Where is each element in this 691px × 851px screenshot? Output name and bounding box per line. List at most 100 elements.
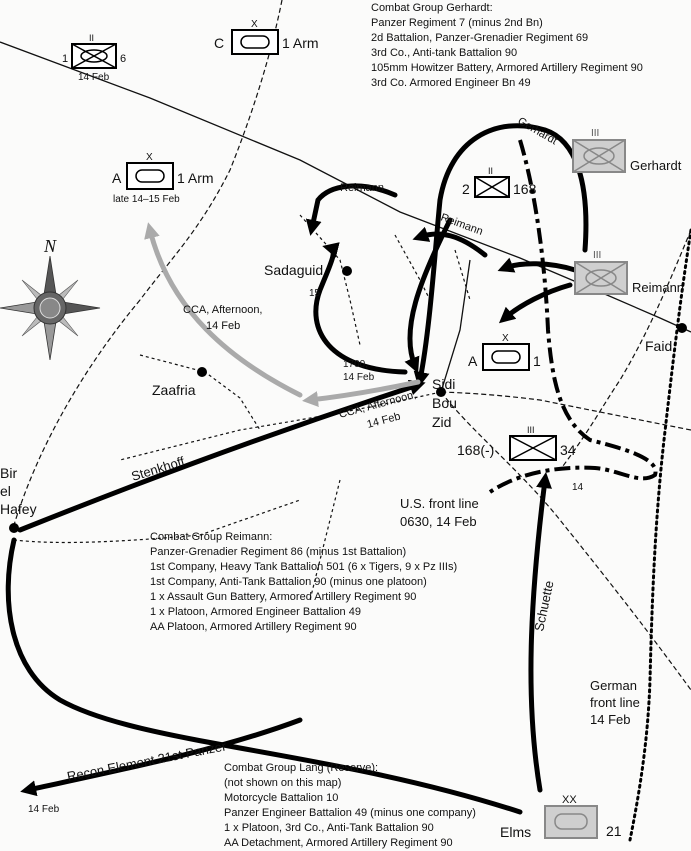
town-sadaguid: Sadaguid [264,262,323,278]
group-lang-line: Motorcycle Battalion 10 [224,792,338,804]
unit-c-label: 1 Arm [282,35,319,51]
unit-a-1-arm-top: X A 1 Arm late 14–15 Feb [112,152,214,205]
unit-168-34: III 168(-) 34 [457,425,576,461]
svg-text:X: X [251,19,258,30]
svg-text:X: X [146,152,153,163]
group-reimann-line: 1st Company, Anti-Tank Battalion 90 (min… [150,576,427,588]
town-dot-sadaguid [342,266,352,276]
label-us-front-1: U.S. front line [400,496,479,511]
unit-2-168-right: 168 [513,181,537,197]
track-ne-1 [394,234,431,301]
group-lang-line: (not shown on this map) [224,777,341,789]
label-1700-a: 1700, [343,359,368,370]
arrow-reimann-north [305,183,398,236]
town-dot-sidi-bou-zid [436,387,446,397]
track-ne-2 [454,249,471,301]
label-recon: Recon Element 21st Panzer [66,738,228,784]
unit-a-mid-letter: A [468,353,478,369]
label-ger-front-1: German [590,678,637,693]
unit-gerhardt-label: Gerhardt [630,158,682,173]
unit-reimann: III Reimann [574,250,684,295]
unit-a-top-letter: A [112,170,122,186]
unit-2-168: II 2 168 [462,166,537,198]
road-west-hafey [13,299,141,526]
svg-text:III: III [527,425,535,435]
unit-1-6-left: 1 [62,53,68,65]
group-reimann-line: AA Platoon, Armored Artillery Regiment 9… [150,621,357,633]
svg-text:II: II [488,166,493,176]
group-lang-text: Combat Group Lang (Reserve): (not shown … [224,762,476,849]
town-bir: Bir [0,465,17,481]
town-sidi: Sidi [432,376,455,392]
town-elms: Elms [500,824,531,840]
group-gerhardt-line: 3rd Co. Armored Engineer Bn 49 [371,77,531,89]
arrow-reimann-sidi [498,282,573,324]
road-north [139,0,283,301]
town-dot-faid [677,323,687,333]
arrow-recon [20,717,303,797]
unit-c-1-arm: X C 1 Arm [214,19,319,55]
label-1700-b: 14 Feb [343,372,375,383]
group-reimann-title: Combat Group Reimann: [150,531,272,543]
group-gerhardt-line: 2d Battalion, Panzer-Grenadier Regiment … [371,32,588,44]
road-sidi-faid [440,259,471,393]
arrow-reimann-main [412,226,488,258]
town-hafey: Hafey [0,501,37,517]
svg-text:X: X [502,333,509,344]
group-lang-line: 1 x Platoon, 3rd Co., Anti-Tank Battalio… [224,822,434,834]
group-gerhardt-line: Panzer Regiment 7 (minus 2nd Bn) [371,17,543,29]
unit-1-6-date: 14 Feb [78,72,110,83]
label-14: 14 [572,482,584,493]
unit-1-6-right: 6 [120,53,126,65]
group-reimann-line: 1 x Assault Gun Battery, Armored Artille… [150,591,416,603]
label-15: 15 [309,288,321,299]
units: II 1 6 14 Feb X C 1 Arm X A 1 Arm late 1… [62,19,684,839]
label-cca-b-2: 14 Feb [366,410,402,430]
arrow-cca-north [144,222,303,398]
arrow-hafey-loop [5,537,523,815]
town-zid: Zid [432,414,451,430]
arrow-reimann-east [497,257,578,273]
arrow-reimann-sadaguid [313,242,408,375]
town-dot-zaafria [197,367,207,377]
front-line-labels: U.S. front line 0630, 14 Feb German fron… [400,496,640,727]
group-reimann-line: Panzer-Grenadier Regiment 86 (minus 1st … [150,546,406,558]
group-gerhardt-line: 105mm Howitzer Battery, Armored Artiller… [371,62,643,74]
label-ger-front-3: 14 Feb [590,712,630,727]
group-gerhardt-line: 3rd Co., Anti-tank Battalion 90 [371,47,517,59]
arrow-stenkhoff [17,379,426,533]
label-us-front-2: 0630, 14 Feb [400,514,477,529]
us-arrows [144,222,421,408]
german-front-line [628,228,691,842]
unit-a-1-mid: X A 1 [468,333,541,371]
towns: Sadaguid Sidi Bou Zid Zaafria Faid Bir e… [0,262,687,840]
group-lang-line: Panzer Engineer Battalion 49 (minus one … [224,807,476,819]
label-recon-date: 14 Feb [28,804,60,815]
group-lang-line: AA Detachment, Armored Artillery Regimen… [224,837,453,849]
group-reimann-line: 1 x Platoon, Armored Engineer Battalion … [150,606,361,618]
unit-a-top-label: 1 Arm [177,170,214,186]
unit-168-right: 34 [560,442,576,458]
town-bou: Bou [432,395,457,411]
town-faid: Faid [645,338,672,354]
unit-c-letter: C [214,35,224,51]
town-zaafria: Zaafria [152,382,196,398]
group-gerhardt-text: Combat Group Gerhardt: Panzer Regiment 7… [371,2,643,89]
unit-1-6: II 1 6 14 Feb [62,33,126,83]
arrow-reimann-1700 [404,217,453,374]
arrow-schuette [528,472,552,793]
svg-text:III: III [591,128,599,139]
road-se [440,391,691,431]
unit-a-mid-right: 1 [533,353,541,369]
town-el: el [0,483,11,499]
group-lang-title: Combat Group Lang (Reserve): [224,762,378,774]
unit-2-168-left: 2 [462,181,470,197]
svg-text:XX: XX [562,794,577,806]
compass-rose: N [0,236,101,361]
label-stenkhoff: Stenkhoff [129,453,186,483]
road-sidi-south [440,391,691,691]
main-road [0,41,691,333]
route-labels: Gerhardt Reimann Reimann Stenkhoff Schue… [28,115,584,815]
german-arrows [5,123,589,815]
